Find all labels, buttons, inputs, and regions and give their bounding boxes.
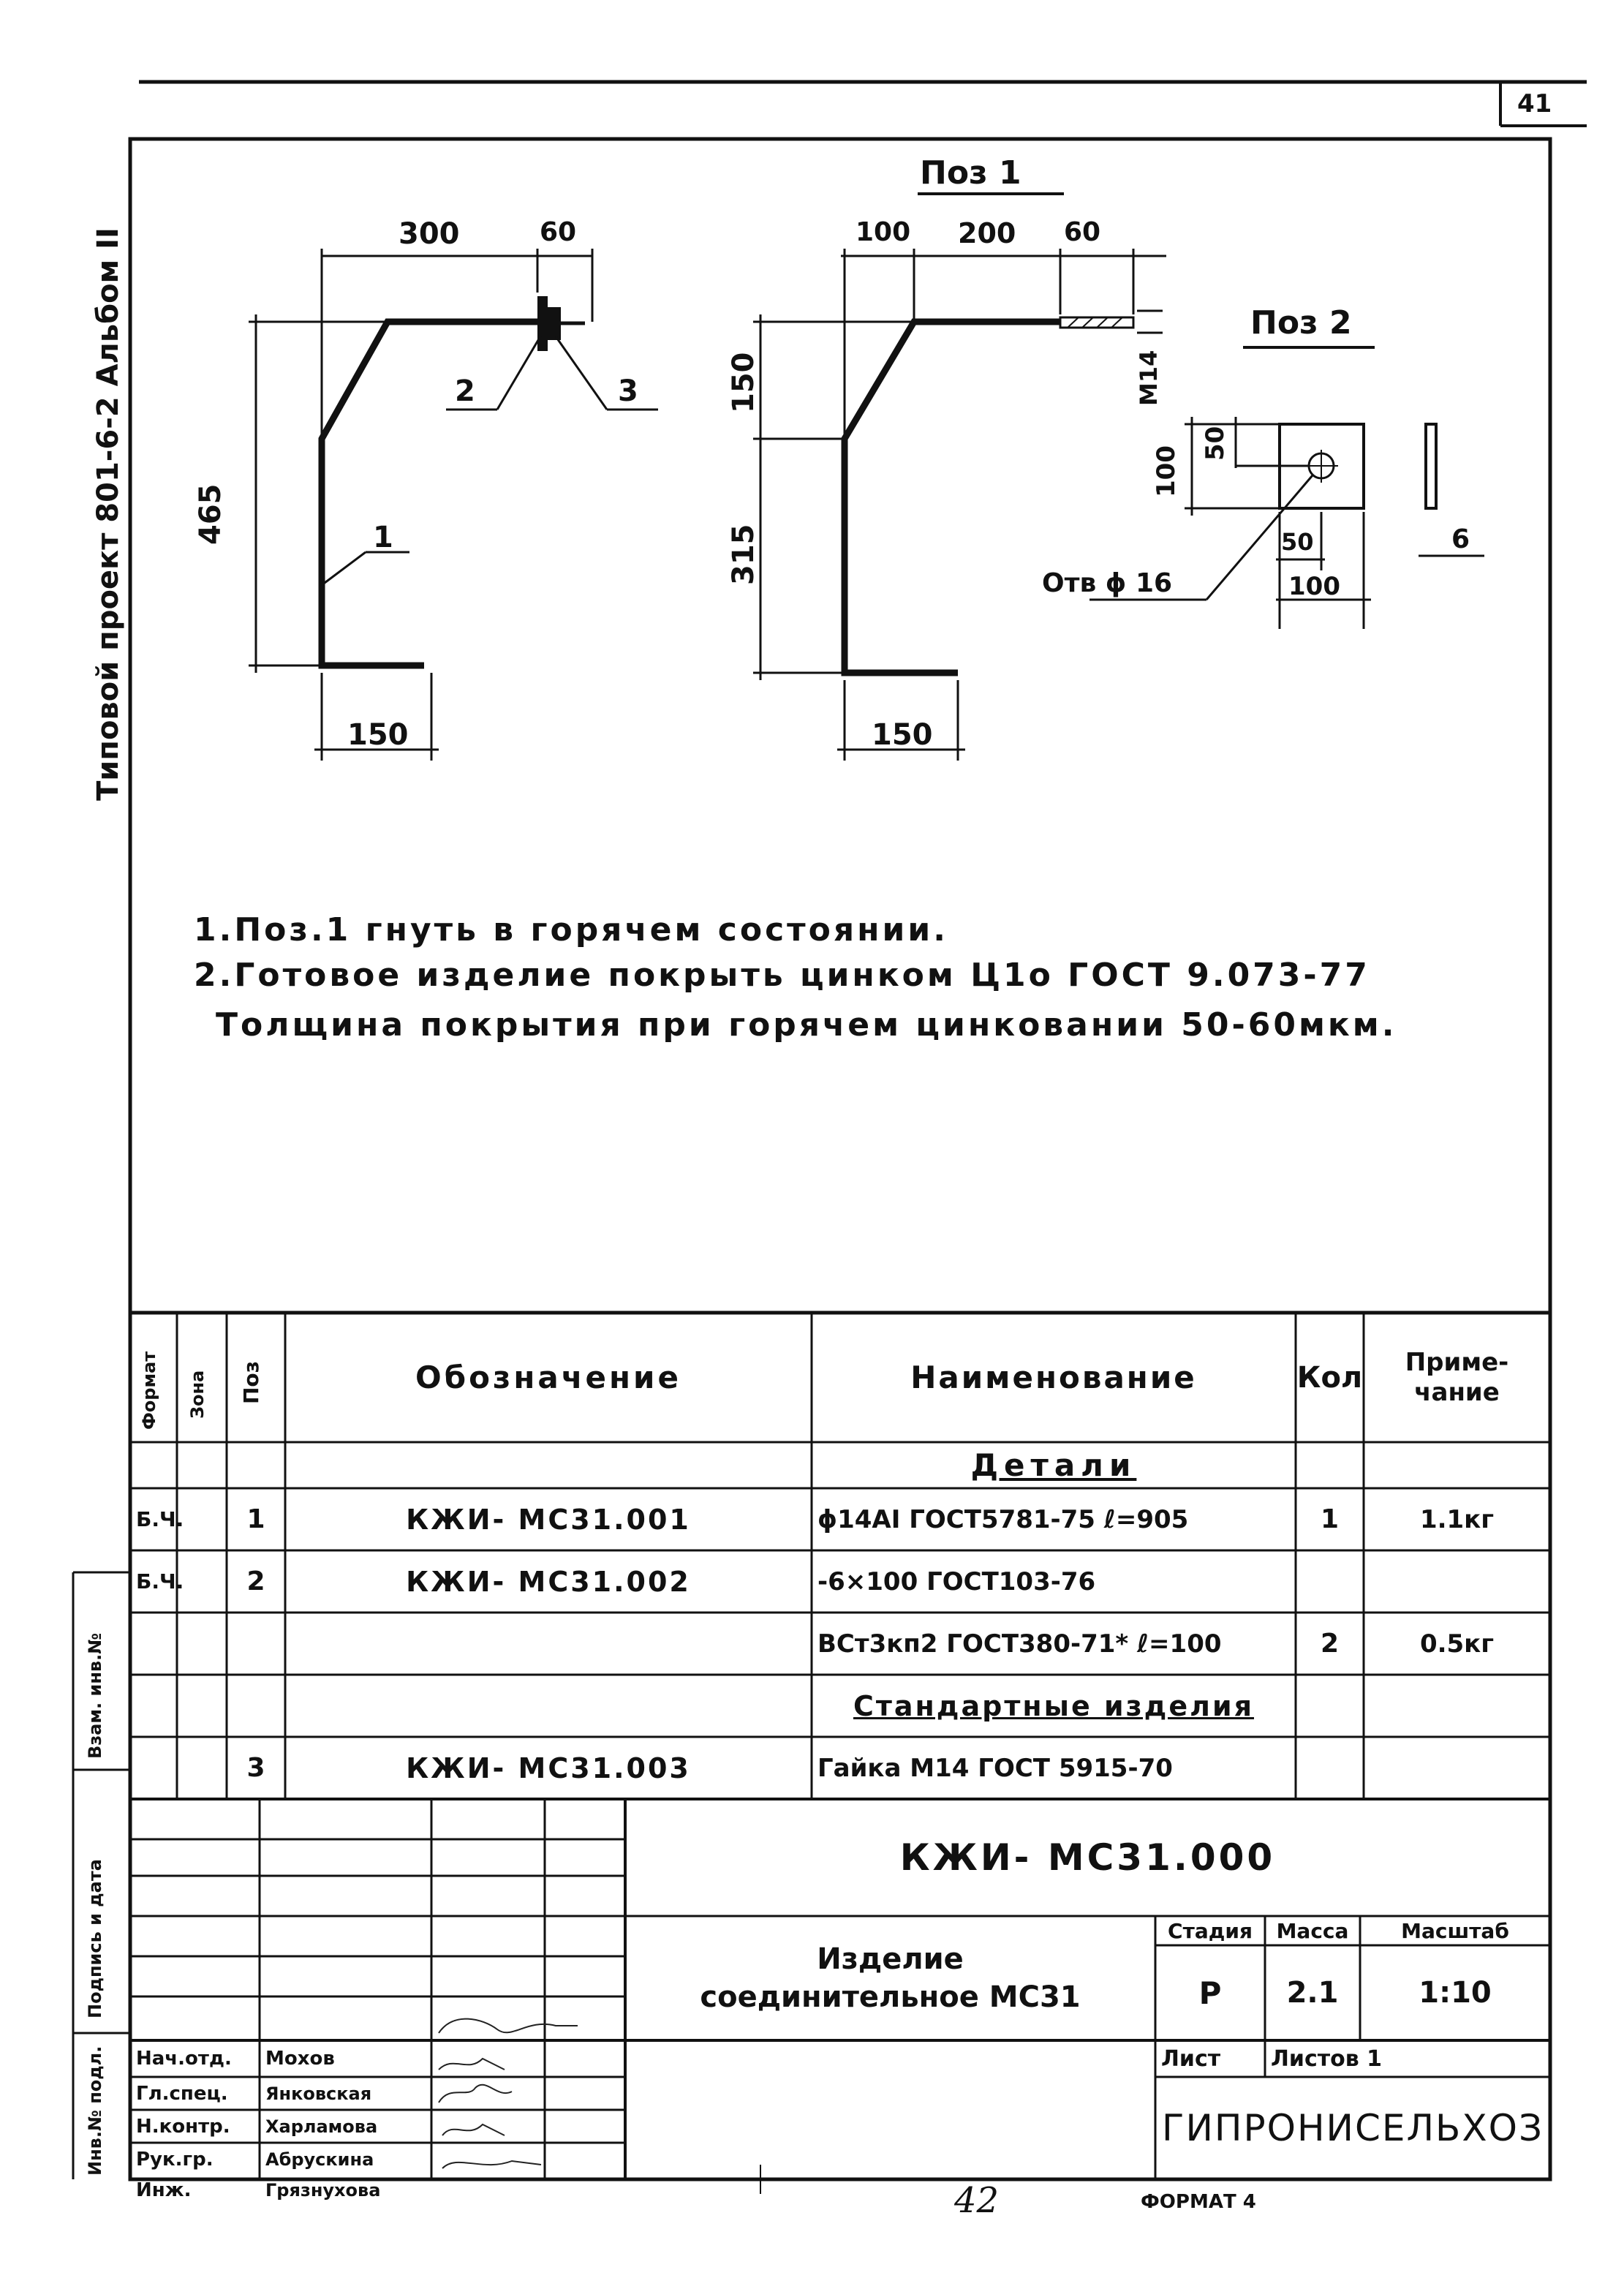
spec-row3-name: ВСт3кп2 ГОСТ380-71* ℓ=100 — [817, 1629, 1222, 1659]
sheet-number: 41 — [1517, 89, 1552, 118]
title-sheets-label: Листов 1 — [1271, 2045, 1383, 2072]
pos1-dim-200: 200 — [958, 217, 1016, 249]
pos2-hole-label: Отв ϕ 16 — [1042, 568, 1173, 598]
pos2-title: Поз 2 — [1250, 304, 1352, 342]
callout-1: 1 — [373, 521, 393, 554]
spec-row2-pos: 2 — [246, 1566, 265, 1596]
spec-row5-pos: 3 — [246, 1753, 265, 1783]
spec-row1-name: ϕ14АI ГОСТ5781-75 ℓ=905 — [817, 1504, 1189, 1534]
spec-row5-name: Гайка М14 ГОСТ 5915-70 — [817, 1753, 1173, 1783]
spec-row3-qty: 2 — [1320, 1629, 1340, 1659]
note-2: 2.Готовое изделие покрыть цинком Ц1о ГОС… — [194, 957, 1370, 994]
spec-section-standard: Стандартные изделия — [853, 1689, 1254, 1722]
sig-name-2: Янковская — [265, 2083, 372, 2104]
spec-row1-designation: КЖИ- МС31.001 — [406, 1503, 691, 1536]
spec-row1-note: 1.1кг — [1419, 1504, 1495, 1534]
side-stamp-1: Взам. инв.№ — [85, 1632, 105, 1759]
title-mass-label: Масса — [1276, 1918, 1349, 1943]
spec-section-details: Детали — [970, 1447, 1137, 1483]
spec-header-name: Наименование — [910, 1360, 1197, 1395]
pos2-dim-6: 6 — [1451, 524, 1470, 554]
assembly-drawing — [249, 249, 658, 761]
pos2-drawing — [1089, 346, 1484, 629]
pos1-dim-150: 150 — [872, 718, 933, 752]
side-title: Типовой проект 801-6-2 Альбом II — [91, 227, 125, 801]
callout-3: 3 — [618, 374, 638, 408]
page-number: 42 — [954, 2180, 1000, 2221]
spec-header-qty: Кол — [1296, 1360, 1363, 1395]
spec-row2-name: -6×100 ГОСТ103-76 — [817, 1566, 1096, 1596]
spec-header-note: Приме-чание — [1405, 1347, 1509, 1407]
title-sheet-label: Лист — [1161, 2045, 1221, 2072]
dim-150-left: 150 — [347, 718, 409, 752]
dim-465: 465 — [194, 483, 227, 546]
pos1-dim-60: 60 — [1064, 217, 1101, 247]
pos1-title: Поз 1 — [920, 154, 1021, 192]
spec-header-designation: Обозначение — [415, 1360, 681, 1395]
side-stamp-3: Инв.№ подл. — [85, 2045, 105, 2176]
sig-role-2: Гл.спец. — [136, 2082, 228, 2105]
pos1-dim-100: 100 — [856, 217, 911, 247]
sig-role-5: Инж. — [136, 2179, 192, 2201]
pos2-dim-100: 100 — [1288, 572, 1340, 601]
spec-row1-pos: 1 — [246, 1504, 265, 1534]
spec-row5-designation: КЖИ- МС31.003 — [406, 1751, 691, 1784]
title-stage: Р — [1198, 1975, 1222, 2011]
sig-name-5: Грязнухова — [265, 2180, 381, 2201]
format-label: ФОРМАТ 4 — [1141, 2191, 1256, 2213]
spec-row3-note: 0.5кг — [1419, 1629, 1495, 1659]
sig-name-1: Мохов — [265, 2048, 335, 2070]
spec-row2-designation: КЖИ- МС31.002 — [406, 1565, 691, 1598]
side-stamp-2: Подпись и дата — [85, 1859, 105, 2018]
callout-2: 2 — [455, 374, 475, 408]
title-organization: ГИПРОНИСЕЛЬХОЗ — [1161, 2107, 1544, 2149]
dim-300: 300 — [399, 217, 460, 251]
title-item-name: Изделие соединительное МС31 — [700, 1942, 1081, 2014]
title-doc-code: КЖИ- МС31.000 — [899, 1836, 1276, 1879]
title-scale: 1:10 — [1419, 1976, 1492, 2010]
pos2-dim-100-vert: 100 — [1152, 445, 1181, 497]
spec-header-format: Формат — [139, 1351, 159, 1430]
title-stage-label: Стадия — [1168, 1918, 1253, 1943]
spec-header-zone: Зона — [187, 1370, 208, 1419]
spec-header-pos: Поз — [239, 1361, 263, 1404]
sig-role-1: Нач.отд. — [136, 2048, 232, 2070]
pos1-dim-315: 315 — [727, 524, 760, 586]
spec-row1-format: Б.Ч. — [136, 1507, 184, 1531]
dim-60: 60 — [540, 217, 577, 247]
note-3: Толщина покрытия при горячем цинковании … — [216, 1006, 1397, 1044]
signature-scribbles — [438, 2018, 578, 2169]
sig-role-4: Рук.гр. — [136, 2148, 214, 2171]
sig-name-3: Харламова — [265, 2116, 378, 2137]
title-mass: 2.1 — [1286, 1976, 1339, 2010]
note-1: 1.Поз.1 гнуть в горячем состоянии. — [194, 911, 948, 949]
title-scale-label: Масштаб — [1401, 1918, 1509, 1943]
title-block-grid — [130, 1799, 1550, 2194]
sig-role-3: Н.контр. — [136, 2115, 230, 2138]
spec-table-grid — [130, 1311, 1550, 1800]
sig-name-4: Абрускина — [265, 2149, 374, 2170]
pos1-thread-m14: М14 — [1135, 350, 1163, 406]
pos2-dim-50-vert: 50 — [1201, 426, 1230, 461]
pos1-dim-150-vert: 150 — [727, 352, 760, 414]
pos1-drawing — [753, 192, 1166, 761]
spec-row1-qty: 1 — [1320, 1504, 1340, 1534]
spec-row2-format: Б.Ч. — [136, 1569, 184, 1594]
pos2-dim-50: 50 — [1281, 528, 1314, 556]
